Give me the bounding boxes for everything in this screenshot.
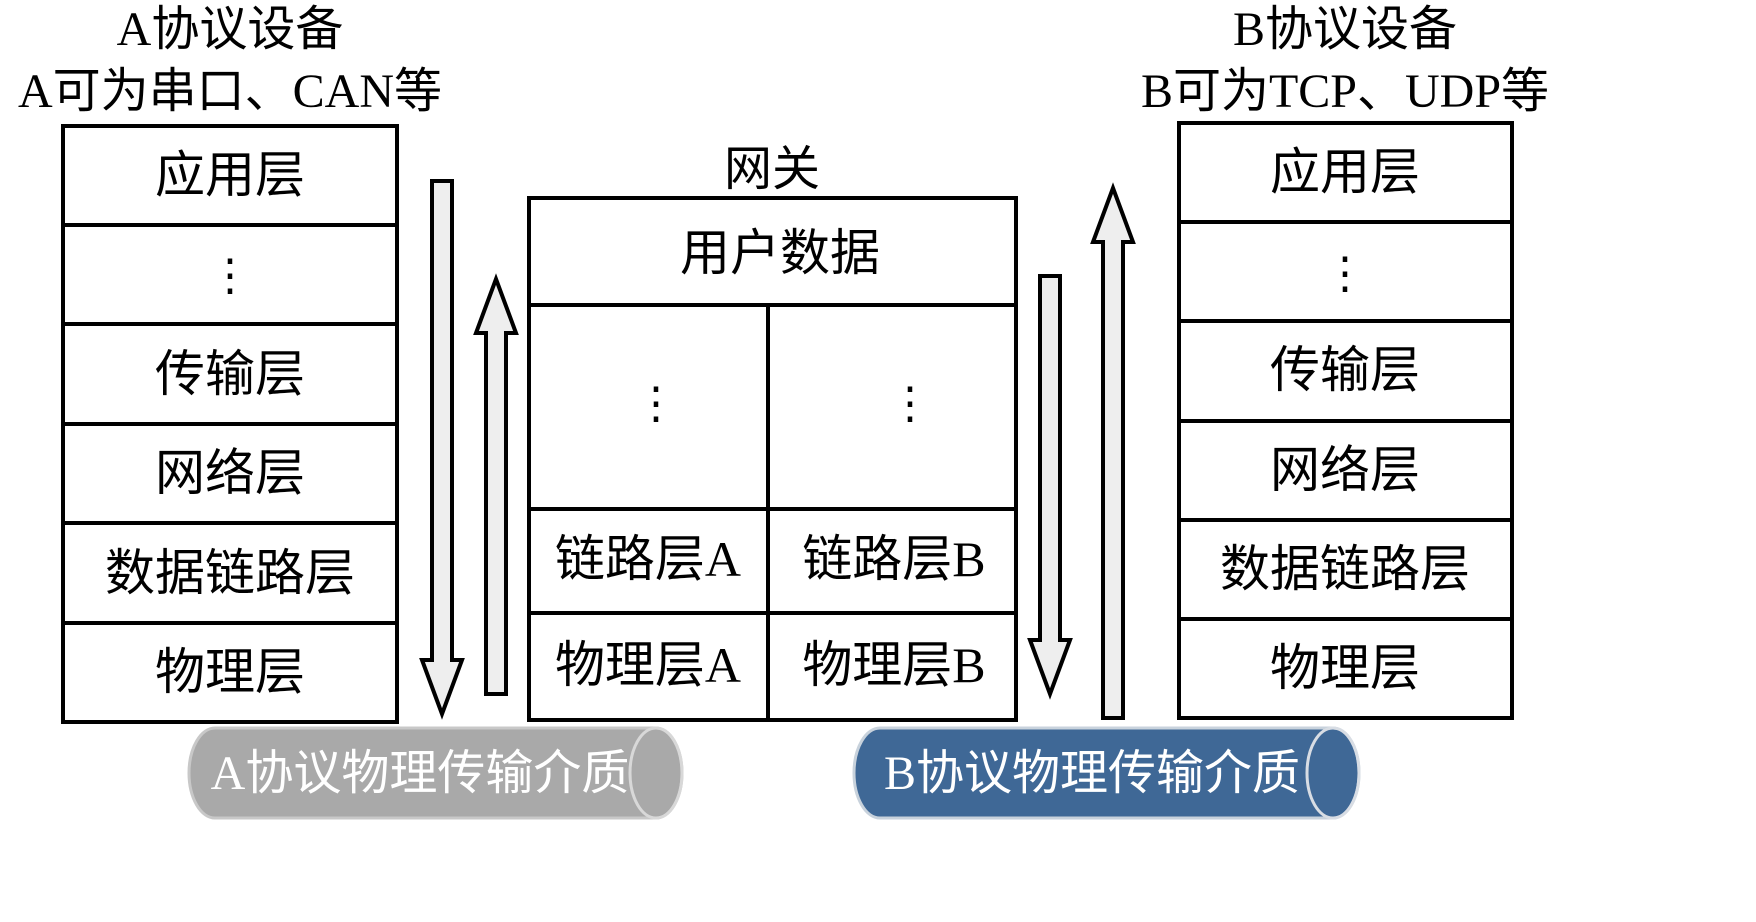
b-down-arrow xyxy=(1027,274,1073,700)
device-b-title: B协议设备 xyxy=(1233,3,1457,56)
device-a-layer-physical: 物理层 xyxy=(155,644,305,700)
device-b-subtitle: B可为TCP、UDP等 xyxy=(1141,65,1549,118)
medium-a-label: A协议物理传输介质 xyxy=(211,747,630,800)
device-b-layer-ellipsis: ⋮ xyxy=(1323,249,1367,298)
gateway-title: 网关 xyxy=(724,143,820,196)
device-a: A协议设备 A可为串口、CAN等 应用层 ⋮ 传输层 网络层 数据链路层 物理层 xyxy=(18,3,442,724)
gateway-left-ellipsis: ⋮ xyxy=(634,379,678,428)
medium-b: B协议物理传输介质 xyxy=(852,726,1361,820)
a-down-arrow xyxy=(419,179,465,720)
device-b: B协议设备 B可为TCP、UDP等 应用层 ⋮ 传输层 网络层 数据链路层 物理… xyxy=(1141,3,1549,720)
device-b-layer-application: 应用层 xyxy=(1270,144,1420,200)
device-a-layer-ellipsis: ⋮ xyxy=(208,251,252,300)
b-up-arrow xyxy=(1090,182,1136,720)
a-up-arrow xyxy=(473,273,519,696)
device-a-subtitle: A可为串口、CAN等 xyxy=(18,65,442,118)
medium-b-end-cap xyxy=(1305,726,1361,820)
gateway-link-layer-b: 链路层B xyxy=(802,531,985,587)
gateway: 网关 用户数据 ⋮ ⋮ 链路层A 链路层B 物理层A 物理层B xyxy=(527,143,1018,722)
device-b-layer-physical: 物理层 xyxy=(1270,640,1420,696)
gateway-physical-layer-a: 物理层A xyxy=(555,637,741,693)
gateway-user-data: 用户数据 xyxy=(680,225,880,281)
gateway-physical-layer-b: 物理层B xyxy=(802,637,985,693)
device-a-title: A协议设备 xyxy=(117,3,344,56)
device-a-layer-transport: 传输层 xyxy=(155,346,305,402)
device-a-layer-datalink: 数据链路层 xyxy=(105,545,355,601)
gateway-link-layer-a: 链路层A xyxy=(555,531,741,587)
device-a-layer-network: 网络层 xyxy=(155,445,305,501)
medium-b-label: B协议物理传输介质 xyxy=(884,747,1300,800)
device-b-layer-transport: 传输层 xyxy=(1270,342,1420,398)
device-b-layer-network: 网络层 xyxy=(1270,442,1420,498)
gateway-right-ellipsis: ⋮ xyxy=(888,379,932,428)
device-b-layer-datalink: 数据链路层 xyxy=(1220,541,1470,597)
device-a-layer-application: 应用层 xyxy=(155,147,305,203)
gateway-stack xyxy=(527,196,1018,722)
gateway-protocol-diagram: A协议设备 A可为串口、CAN等 应用层 ⋮ 传输层 网络层 数据链路层 物理层… xyxy=(18,3,1549,820)
medium-a: A协议物理传输介质 xyxy=(187,726,684,820)
medium-a-end-cap xyxy=(628,726,684,820)
